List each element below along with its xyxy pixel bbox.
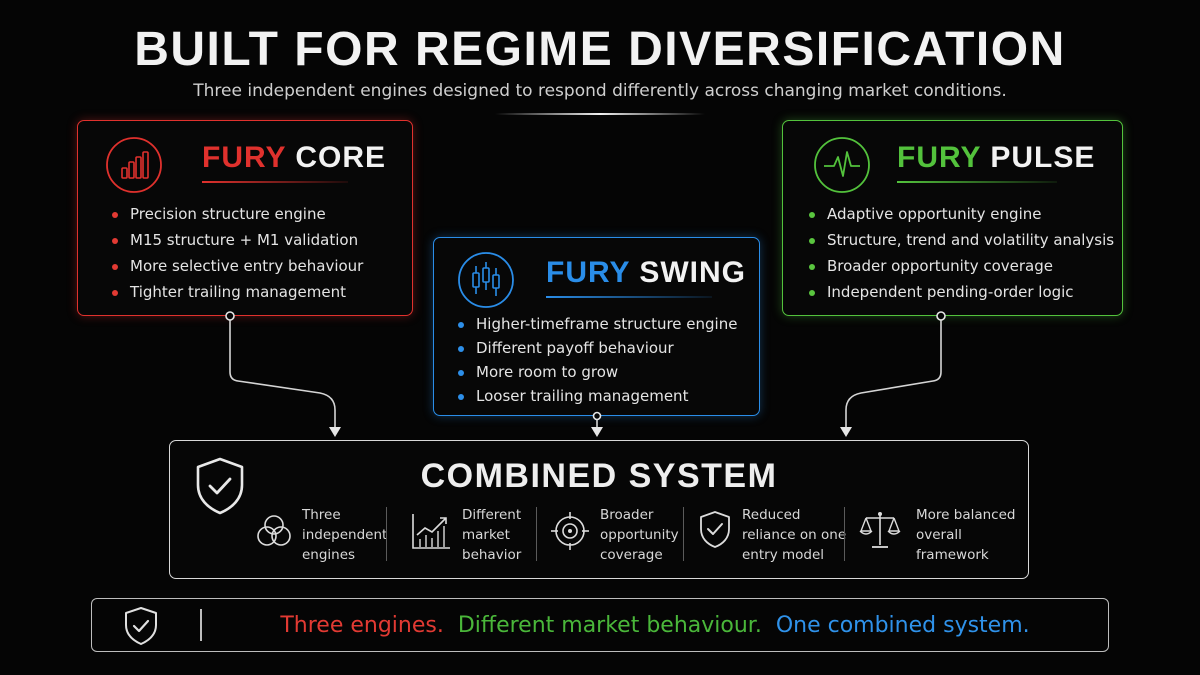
shield-check-icon xyxy=(700,511,730,548)
list-item: Different payoff behaviour xyxy=(454,339,737,363)
list-item: Adaptive opportunity engine xyxy=(805,205,1114,231)
connector-core xyxy=(229,320,336,427)
engine-card-core: FURY CORE Precision structure engine M15… xyxy=(77,120,413,316)
list-item: Looser trailing management xyxy=(454,387,737,411)
page-title: BUILT FOR REGIME DIVERSIFICATION xyxy=(134,23,1066,76)
list-item: Precision structure engine xyxy=(108,205,363,231)
list-item: M15 structure + M1 validation xyxy=(108,231,363,257)
balance-scale-icon xyxy=(859,512,901,548)
engine-card-swing: FURY SWING Higher-timeframe structure en… xyxy=(433,237,760,416)
combined-title: COMBINED SYSTEM xyxy=(420,457,778,495)
engine-bullets-pulse: Adaptive opportunity engine Structure, t… xyxy=(805,205,1114,309)
venn-circles-icon xyxy=(257,515,291,546)
tagline-banner: Three engines. Different market behaviou… xyxy=(91,598,1109,652)
feature-item: Reduced reliance on one entry model xyxy=(697,505,847,565)
feature-item: Three independent engines xyxy=(254,505,387,565)
engine-title-swing: FURY SWING xyxy=(546,256,747,289)
feature-divider xyxy=(683,507,684,561)
tagline-text: Three engines. Different market behaviou… xyxy=(280,613,1030,638)
list-item: Broader opportunity coverage xyxy=(805,257,1114,283)
combined-system-panel: COMBINED SYSTEM Three independent engine… xyxy=(169,440,1029,579)
engine-title-underline xyxy=(897,181,1057,183)
bar-chart-icon xyxy=(106,137,162,193)
engine-card-pulse: FURY PULSE Adaptive opportunity engine S… xyxy=(782,120,1123,316)
engine-bullets-swing: Higher-timeframe structure engine Differ… xyxy=(454,315,737,411)
tagline-divider xyxy=(200,609,202,641)
list-item: More room to grow xyxy=(454,363,737,387)
engine-title-underline xyxy=(546,296,712,298)
shield-check-icon xyxy=(125,607,157,645)
engine-title-underline xyxy=(202,181,348,183)
feature-item: More balanced overall framework xyxy=(858,505,1018,565)
list-item: More selective entry behaviour xyxy=(108,257,363,283)
list-item: Tighter trailing management xyxy=(108,283,363,309)
shield-check-icon xyxy=(196,457,244,515)
engine-title-pulse: FURY PULSE xyxy=(897,141,1096,174)
feature-item: Different market behavior xyxy=(410,505,540,565)
target-icon xyxy=(551,512,589,550)
list-item: Structure, trend and volatility analysis xyxy=(805,231,1114,257)
connector-pulse xyxy=(845,320,942,427)
engine-title-core: FURY CORE xyxy=(202,141,387,174)
rising-chart-icon xyxy=(412,514,450,549)
list-item: Independent pending-order logic xyxy=(805,283,1114,309)
page-subtitle: Three independent engines designed to re… xyxy=(193,81,1007,101)
list-item: Higher-timeframe structure engine xyxy=(454,315,737,339)
title-divider xyxy=(495,113,705,115)
feature-item: Broader opportunity coverage xyxy=(550,505,690,565)
candlestick-icon xyxy=(458,252,514,308)
engine-bullets-core: Precision structure engine M15 structure… xyxy=(108,205,363,309)
heartbeat-icon xyxy=(814,137,870,193)
feature-divider xyxy=(386,507,387,561)
feature-divider xyxy=(844,507,845,561)
feature-divider xyxy=(536,507,537,561)
